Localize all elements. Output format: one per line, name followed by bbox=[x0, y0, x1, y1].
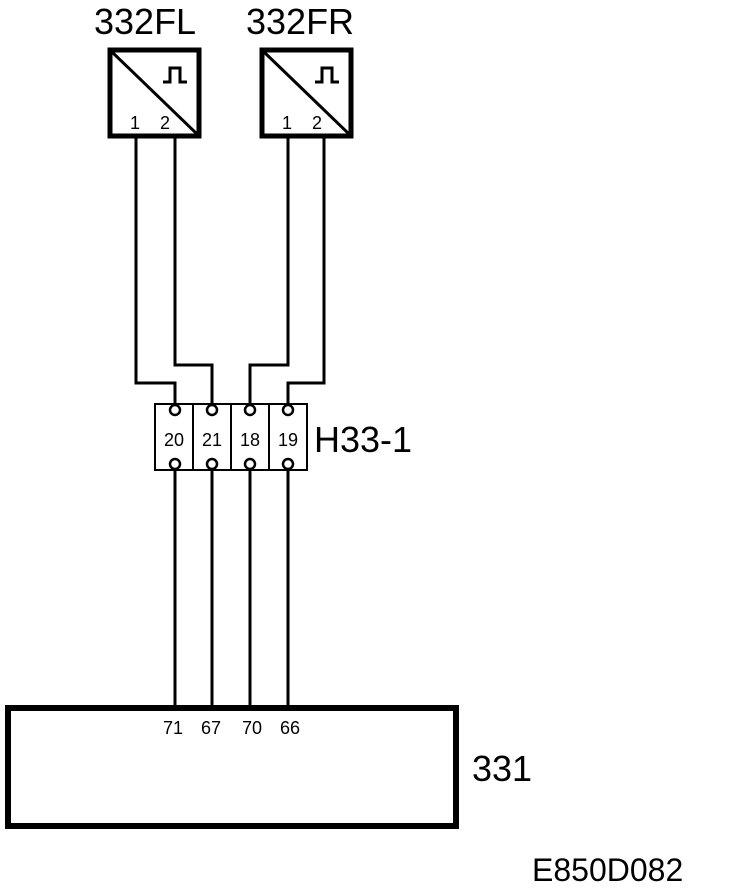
sensor-332fr-pin1: 1 bbox=[282, 113, 292, 133]
wire-332fl-pin1-to-20 bbox=[134, 138, 177, 404]
connector-pin-top-19 bbox=[281, 403, 295, 417]
sensor-332fl-pin1: 1 bbox=[130, 113, 140, 133]
connector-terminal-19: 19 bbox=[278, 430, 298, 450]
sensor-332fl-pin2: 2 bbox=[160, 113, 170, 133]
sensor-332fl-label: 332FL bbox=[94, 1, 196, 42]
control-unit-pin-66: 66 bbox=[280, 718, 300, 738]
connector-pin-top-21 bbox=[205, 403, 219, 417]
control-unit-pin-71: 71 bbox=[163, 718, 183, 738]
connector-pin-top-18 bbox=[243, 403, 257, 417]
wire-332fr-pin1-to-18 bbox=[248, 138, 290, 404]
control-unit-pin-67: 67 bbox=[201, 718, 221, 738]
connector-pin-top-20 bbox=[168, 403, 182, 417]
control-unit-label: 331 bbox=[472, 748, 532, 789]
upper-wires bbox=[134, 138, 326, 404]
connector-terminal-21: 21 bbox=[202, 430, 222, 450]
lower-wires bbox=[173, 470, 290, 708]
connector-pin-bottom-19 bbox=[281, 457, 295, 471]
sensor-332fr-diagonal bbox=[262, 50, 351, 136]
control-unit-pin-70: 70 bbox=[242, 718, 262, 738]
drawing-code: E850D082 bbox=[532, 852, 683, 888]
connector-terminal-18: 18 bbox=[240, 430, 260, 450]
control-unit-331: 71 67 70 66 331 bbox=[5, 705, 532, 829]
connector-pin-bottom-21 bbox=[205, 457, 219, 471]
connector-label: H33-1 bbox=[314, 419, 412, 460]
connector-h33-1: 20 21 18 19 H33-1 bbox=[154, 403, 412, 471]
sensor-332fr-pin2: 2 bbox=[312, 113, 322, 133]
sensor-332fr-pulse-icon bbox=[315, 66, 339, 84]
sensor-332fl: 332FL 1 2 bbox=[94, 1, 202, 139]
wire-332fl-pin2-to-21 bbox=[173, 138, 214, 404]
connector-terminal-20: 20 bbox=[164, 430, 184, 450]
sensor-332fr: 332FR 1 2 bbox=[246, 1, 354, 139]
sensor-332fl-pulse-icon bbox=[163, 66, 187, 84]
sensor-332fr-label: 332FR bbox=[246, 1, 354, 42]
connector-pin-bottom-20 bbox=[168, 457, 182, 471]
control-unit-box bbox=[5, 705, 459, 829]
sensor-332fl-diagonal bbox=[110, 50, 199, 136]
wire-332fr-pin2-to-19 bbox=[286, 138, 326, 404]
connector-pin-bottom-18 bbox=[243, 457, 257, 471]
